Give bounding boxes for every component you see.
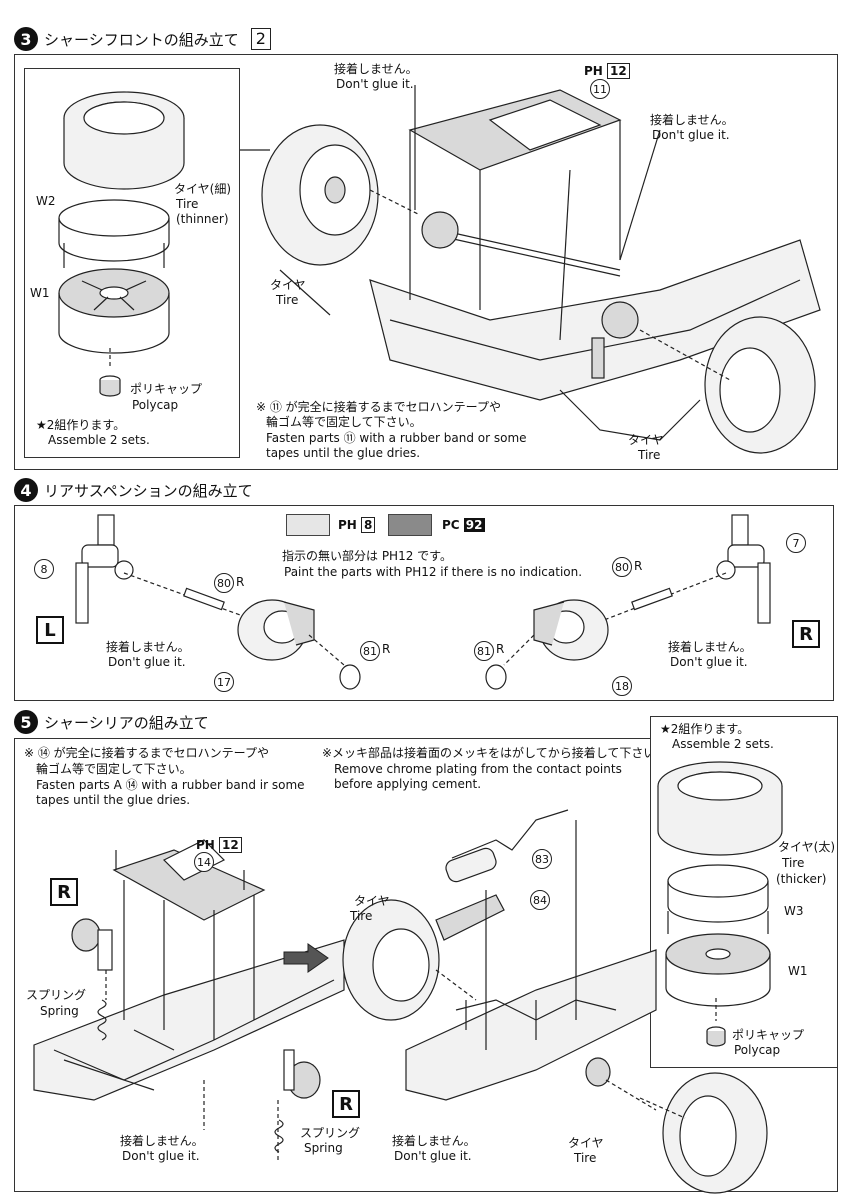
- step3-tire-right-jp: タイヤ: [628, 433, 664, 447]
- step5-note-jp2: 輪ゴム等で固定して下さい。: [36, 762, 192, 776]
- step3-note-en1: Fasten parts ⑪ with a rubber band or som…: [266, 431, 527, 445]
- step3-note-en2: tapes until the glue dries.: [266, 446, 421, 460]
- step3-assembly-drawing: [240, 85, 821, 454]
- step3-header: 3 シャーシフロントの組み立て 2: [14, 27, 271, 51]
- step3-inset-w2: W2: [36, 194, 56, 208]
- step3-part-11: 11: [590, 79, 610, 99]
- step5-part-84: 84: [530, 890, 550, 910]
- step4-noglue-left-jp: 接着しません。: [106, 640, 190, 654]
- step3-noglue-en: Don't glue it.: [336, 77, 414, 91]
- step5-inset-tire-en: Tire: [782, 856, 805, 870]
- step3-note-jp2: 輪ゴム等で固定して下さい。: [266, 415, 422, 429]
- step4-part-80-right: 80: [612, 557, 632, 577]
- step5-note-jp1: ※ ⑭ が完全に接着するまでセロハンテープや: [24, 746, 269, 760]
- step5-spring-right-en: Spring: [304, 1141, 343, 1155]
- step5-header: 5 シャーシリアの組み立て: [14, 710, 209, 734]
- step5-inset-w3: W3: [784, 904, 804, 918]
- step5-rear-complete-drawing: [342, 809, 657, 1111]
- step4-number: 4: [14, 478, 38, 502]
- step5-inset-polycap-jp: ポリキャップ: [732, 1028, 805, 1042]
- step3-note-jp1: ※ ⑪ が完全に接着するまでセロハンテープや: [256, 400, 501, 414]
- step4-left-label: L: [36, 616, 64, 644]
- step4-right-label: R: [792, 620, 820, 648]
- step5-spring-right-jp: スプリング: [300, 1126, 361, 1140]
- step4-noglue-right-jp: 接着しません。: [668, 640, 752, 654]
- step3-title: シャーシフロントの組み立て: [44, 30, 239, 49]
- step4-part-7: 7: [786, 533, 806, 553]
- step5-spring-left-jp: スプリング: [26, 988, 87, 1002]
- step5-chrome-en1: Remove chrome plating from the contact p…: [334, 762, 622, 776]
- step3-inset-tire-en2: (thinner): [176, 212, 229, 226]
- step5-chrome-en2: before applying cement.: [334, 777, 482, 791]
- step5-ph-code: PH 12: [196, 837, 242, 853]
- step3-noglue-jp: 接着しません。: [334, 62, 418, 76]
- step4-suspension-drawing: [75, 514, 771, 690]
- step4-title: リアサスペンションの組み立て: [44, 481, 253, 500]
- step4-r-81-right: R: [496, 642, 505, 656]
- step5-chrome-jp: ※メッキ部品は接着面のメッキをはがしてから接着して下さい。: [322, 746, 668, 760]
- step3-noglue2-jp: 接着しません。: [650, 113, 734, 127]
- step3-wheel-drawing: [58, 91, 185, 397]
- step5-note-en1: Fasten parts A ⑭ with a rubber band ir s…: [36, 778, 305, 792]
- step4-part-8: 8: [34, 559, 54, 579]
- step5-inset-w1: W1: [788, 964, 808, 978]
- step5-spring-left-en: Spring: [40, 1004, 79, 1018]
- step4-r-81-left: R: [382, 642, 391, 656]
- step3-sheet-number: 2: [250, 28, 271, 50]
- step5-note-en2: tapes until the glue dries.: [36, 793, 191, 807]
- step4-swatch-dark: [388, 514, 432, 536]
- step5-tire-top-jp: タイヤ: [354, 894, 390, 908]
- step4-legend1: PH 8: [338, 517, 376, 533]
- step4-part-18: 18: [612, 676, 632, 696]
- step3-inset-polycap-en: Polycap: [132, 398, 179, 412]
- next-step-arrow-icon: [283, 943, 329, 973]
- step4-part-81-right: 81: [474, 641, 494, 661]
- step4-part-81-left: 81: [360, 641, 380, 661]
- step5-part-83: 83: [532, 849, 552, 869]
- step5-wheel-drawing: [657, 761, 783, 1047]
- step3-inset-sets-jp: ★2組作ります。: [36, 418, 126, 432]
- step3-inset-tire-jp: タイヤ(細): [174, 182, 232, 196]
- step3-ph-code: PH 12: [584, 63, 630, 79]
- step4-paint-jp: 指示の無い部分は PH12 です。: [282, 549, 452, 563]
- step3-inset-sets-en: Assemble 2 sets.: [48, 433, 150, 447]
- step4-header: 4 リアサスペンションの組み立て: [14, 478, 253, 502]
- step3-inset-polycap-jp: ポリキャップ: [130, 382, 203, 396]
- step4-paint-en: Paint the parts with PH12 if there is no…: [284, 565, 583, 579]
- step5-number: 5: [14, 710, 38, 734]
- step3-number: 3: [14, 27, 38, 51]
- step5-tire-top-en: Tire: [350, 909, 373, 923]
- step5-inset-tire-en2: (thicker): [776, 872, 827, 886]
- step5-inset-tire-jp: タイヤ(太): [778, 840, 836, 854]
- step4-r-80-right: R: [634, 559, 643, 573]
- step4-noglue-left-en: Don't glue it.: [108, 655, 186, 669]
- step5-tire-bottom-en: Tire: [574, 1151, 597, 1165]
- step3-inset-w1: W1: [30, 286, 50, 300]
- step3-tire-left-jp: タイヤ: [270, 278, 306, 292]
- step5-r-label-right: R: [332, 1090, 360, 1118]
- step4-swatch-light: [286, 514, 330, 536]
- step5-r-label-left: R: [50, 878, 78, 906]
- step5-bottom-tire-drawing: [639, 1072, 768, 1194]
- step3-inset-tire-en: Tire: [176, 197, 199, 211]
- step3-noglue2-en: Don't glue it.: [652, 128, 730, 142]
- step3-tire-right-en: Tire: [638, 448, 661, 462]
- step4-part-17: 17: [214, 672, 234, 692]
- step3-tire-left-en: Tire: [276, 293, 299, 307]
- step5-noglue-left-jp: 接着しません。: [120, 1134, 204, 1148]
- step5-noglue-left-en: Don't glue it.: [122, 1149, 200, 1163]
- step4-r-80-left: R: [236, 575, 245, 589]
- step5-inset-sets-jp: ★2組作ります。: [660, 722, 750, 736]
- step4-noglue-right-en: Don't glue it.: [670, 655, 748, 669]
- step4-legend2: PC 92: [442, 518, 485, 532]
- step4-part-80-left: 80: [214, 573, 234, 593]
- step5-inset-polycap-en: Polycap: [734, 1043, 781, 1057]
- step5-part-14: 14: [194, 852, 214, 872]
- step5-noglue-right-en: Don't glue it.: [394, 1149, 472, 1163]
- step5-tire-bottom-jp: タイヤ: [568, 1136, 604, 1150]
- step4-panel: [14, 505, 834, 701]
- step5-noglue-right-jp: 接着しません。: [392, 1134, 476, 1148]
- step5-title: シャーシリアの組み立て: [44, 713, 209, 732]
- step5-inset-sets-en: Assemble 2 sets.: [672, 737, 774, 751]
